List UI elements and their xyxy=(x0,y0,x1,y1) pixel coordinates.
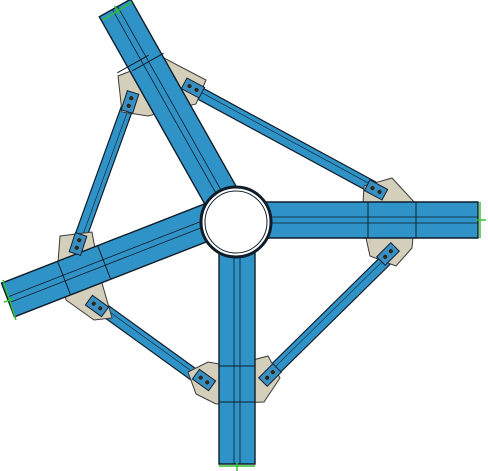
bolt-plate-top-right-b-plate xyxy=(375,241,401,267)
bolt-icon xyxy=(77,238,82,243)
bolt-plate-bottom-a-plate xyxy=(191,368,217,392)
braces-layer xyxy=(71,81,396,388)
bolt-plate-top-left-b xyxy=(120,90,140,114)
bolt-icon xyxy=(377,189,382,194)
beams-layer xyxy=(0,0,479,465)
bolts-layer xyxy=(68,77,401,392)
beam-south xyxy=(218,237,256,465)
brace-left-web-line xyxy=(79,100,132,245)
bolt-plate-top-left-b-plate xyxy=(120,90,140,114)
brace-top-web-line xyxy=(190,86,379,189)
brace-bottom-web-line xyxy=(96,302,206,382)
bolt-plate-left-a xyxy=(68,232,88,256)
bolt-plate-left-a-plate xyxy=(68,232,88,256)
brace-right-web-line xyxy=(266,254,390,376)
beam-north-west-splice-2 xyxy=(132,52,164,72)
bolt-plate-bottom-b xyxy=(257,362,283,388)
beam-south-west-splice-1 xyxy=(56,261,72,295)
brace-right xyxy=(262,250,396,382)
beam-north-west-splice-1 xyxy=(117,54,149,74)
bolt-plate-bottom-b-plate xyxy=(257,362,283,388)
bolt-icon xyxy=(265,375,270,380)
bolt-icon xyxy=(129,96,134,101)
bolt-plate-top-left-a-plate xyxy=(180,77,206,99)
beam-south-west-end-tick xyxy=(3,297,14,303)
hub-ring-inner-edge xyxy=(204,190,268,254)
bolt-icon xyxy=(370,186,375,191)
bolt-plate-top-right-b xyxy=(375,241,401,267)
brace-left xyxy=(71,97,137,247)
bolt-plate-top-left-a xyxy=(180,77,206,99)
bolt-icon xyxy=(198,375,203,380)
bolt-icon xyxy=(98,306,103,311)
bolt-icon xyxy=(91,301,96,306)
bolt-icon xyxy=(187,84,192,89)
bolt-plate-top-right-a-plate xyxy=(363,179,389,201)
beam-south-west-web-line-1 xyxy=(6,214,218,298)
bolt-icon xyxy=(194,87,199,92)
bolt-plate-left-b-plate xyxy=(84,294,110,318)
bolt-plate-bottom-a xyxy=(191,368,217,392)
bolt-icon xyxy=(388,249,393,254)
beam-south-west xyxy=(0,200,226,318)
beam-north-west-end-tick xyxy=(113,5,121,15)
bolt-icon xyxy=(74,245,79,250)
bolt-plate-top-right-a xyxy=(363,179,389,201)
beam-north-west-web-line-1 xyxy=(117,6,229,204)
bolt-icon xyxy=(383,254,388,259)
bolt-icon xyxy=(270,370,275,375)
beam-north-west-web-line-2 xyxy=(112,9,224,207)
hub-layer xyxy=(199,185,273,259)
bolt-icon xyxy=(126,103,131,108)
beam-south-west-web-line-2 xyxy=(8,220,220,304)
bolt-plate-left-b xyxy=(84,294,110,318)
hub-ring xyxy=(199,185,273,259)
beam-south-west-splice-2 xyxy=(96,245,112,279)
bolt-icon xyxy=(205,380,210,385)
